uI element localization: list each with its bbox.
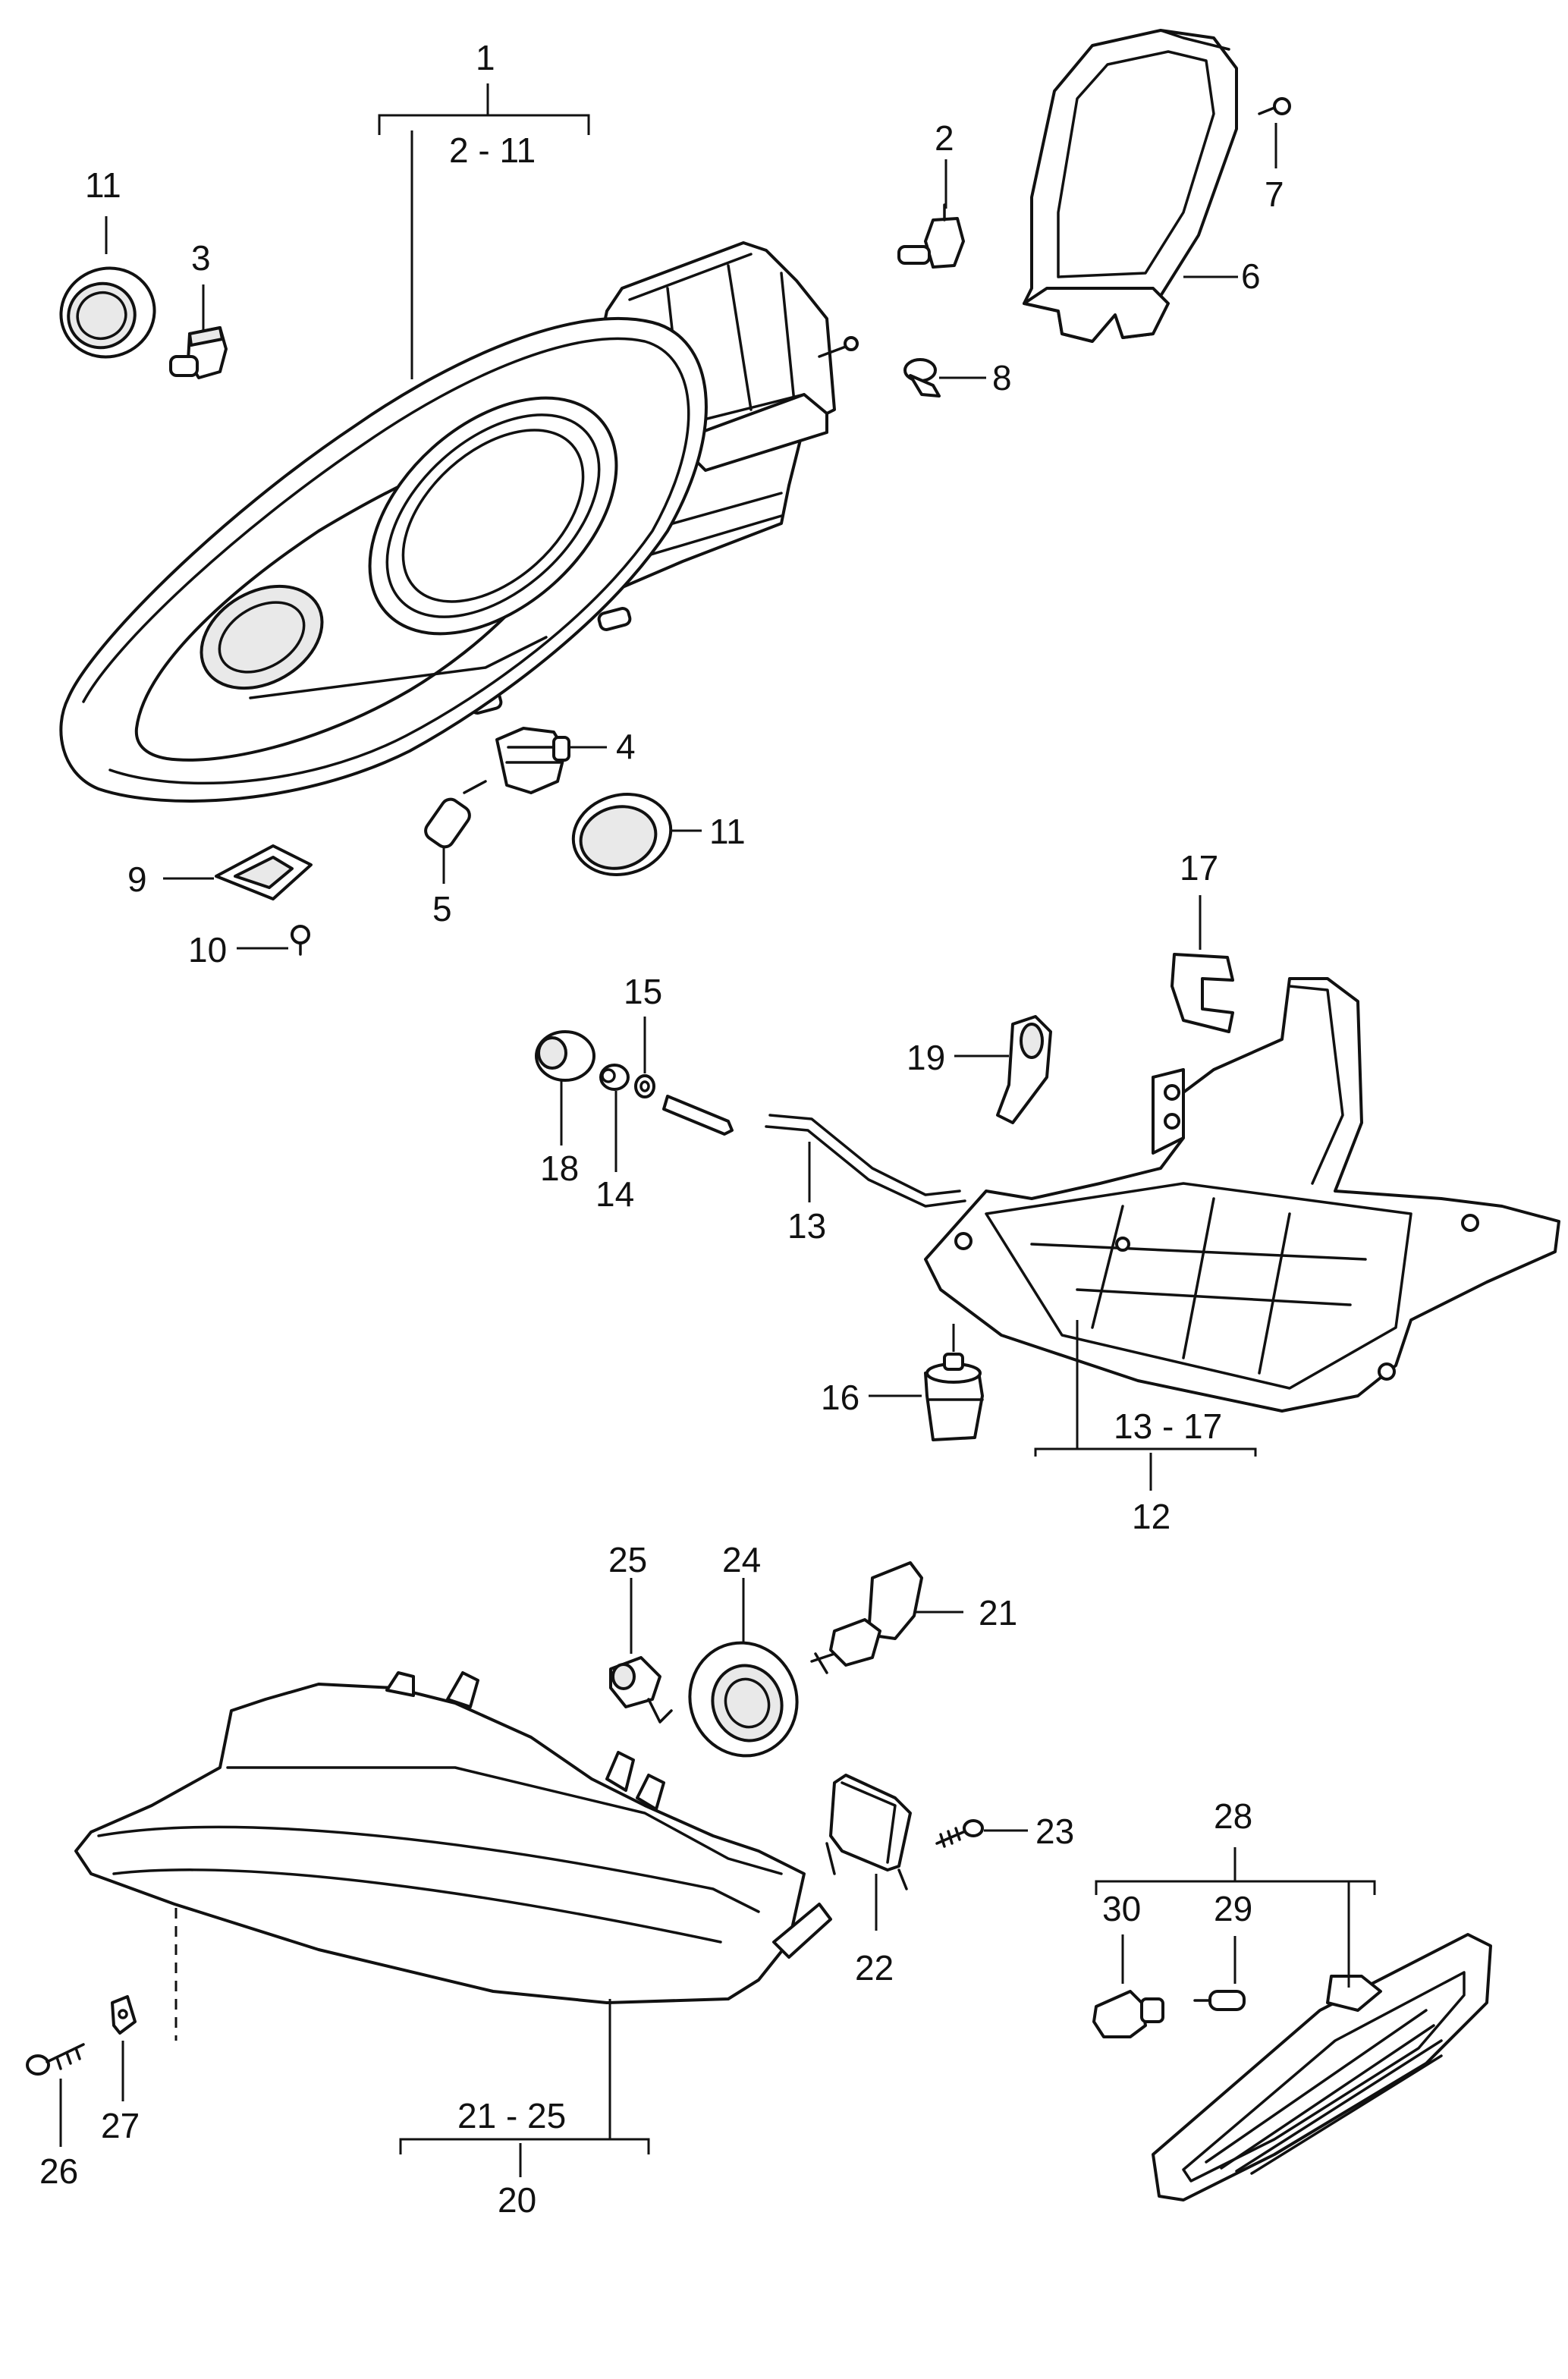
label-25: 25	[608, 1540, 647, 1579]
socket-25	[609, 1656, 673, 1724]
label-7: 7	[1265, 174, 1284, 214]
clip-nut-27	[111, 1995, 137, 2035]
label-8: 8	[992, 358, 1012, 398]
bulb-3	[169, 326, 228, 379]
bracket-clip-19	[996, 1015, 1052, 1124]
grommet-18	[535, 1030, 595, 1082]
screw-26	[26, 2043, 85, 2076]
label-27: 27	[101, 2106, 140, 2145]
label-22: 22	[855, 1948, 894, 1988]
cover-ring-11-top	[59, 266, 156, 359]
adjuster-rod-13	[662, 1095, 966, 1208]
support-bracket-12	[924, 977, 1560, 1413]
label-9: 9	[127, 860, 147, 899]
bulb-socket-4	[495, 727, 570, 794]
side-marker-28	[1152, 1933, 1492, 2201]
clip-8	[903, 358, 941, 398]
label-30: 30	[1102, 1889, 1141, 1928]
label-23: 23	[1035, 1812, 1074, 1851]
screw-10	[291, 925, 310, 956]
label-11-top: 11	[85, 165, 121, 205]
bulb-5	[424, 780, 487, 849]
label-24: 24	[722, 1540, 761, 1579]
label-14: 14	[595, 1174, 634, 1214]
label-2-11: 2 - 11	[449, 130, 536, 170]
label-2: 2	[935, 118, 954, 158]
label-12: 12	[1132, 1497, 1171, 1536]
label-15: 15	[624, 972, 662, 1011]
label-3: 3	[191, 238, 211, 278]
bulb-2	[897, 203, 965, 269]
label-20: 20	[498, 2180, 536, 2220]
label-19: 19	[907, 1038, 945, 1077]
label-6: 6	[1241, 256, 1261, 296]
label-10: 10	[188, 930, 227, 970]
label-13-17: 13 - 17	[1114, 1406, 1222, 1446]
label-16: 16	[821, 1378, 859, 1417]
label-17: 17	[1180, 848, 1218, 888]
label-18: 18	[540, 1149, 579, 1188]
bulb-21	[810, 1561, 923, 1674]
pad-9	[215, 844, 313, 900]
label-1: 1	[476, 38, 495, 77]
bulb-29	[1193, 1990, 1246, 2011]
headlight-assembly	[59, 241, 859, 803]
screw-23	[935, 1819, 984, 1848]
nut-14	[599, 1064, 630, 1091]
label-28: 28	[1214, 1796, 1252, 1836]
seal-24	[688, 1641, 799, 1758]
label-11-lower: 11	[709, 812, 746, 851]
connector-22	[825, 1774, 912, 1890]
label-13: 13	[787, 1206, 826, 1246]
label-21-25: 21 - 25	[457, 2096, 566, 2135]
rear-cover-6	[1023, 29, 1238, 343]
washer-15	[634, 1074, 655, 1098]
label-4: 4	[616, 727, 636, 766]
adjuster-motor-16	[924, 1353, 984, 1441]
socket-30	[1092, 1990, 1164, 2038]
screw-7	[1258, 97, 1291, 115]
label-26: 26	[39, 2151, 78, 2191]
label-5: 5	[432, 889, 452, 929]
lower-lamp-assembly-20	[74, 1671, 832, 2004]
label-21: 21	[979, 1593, 1017, 1633]
clip-17	[1171, 953, 1234, 1033]
label-29: 29	[1214, 1889, 1252, 1928]
cover-ring-11-lower	[571, 793, 673, 876]
